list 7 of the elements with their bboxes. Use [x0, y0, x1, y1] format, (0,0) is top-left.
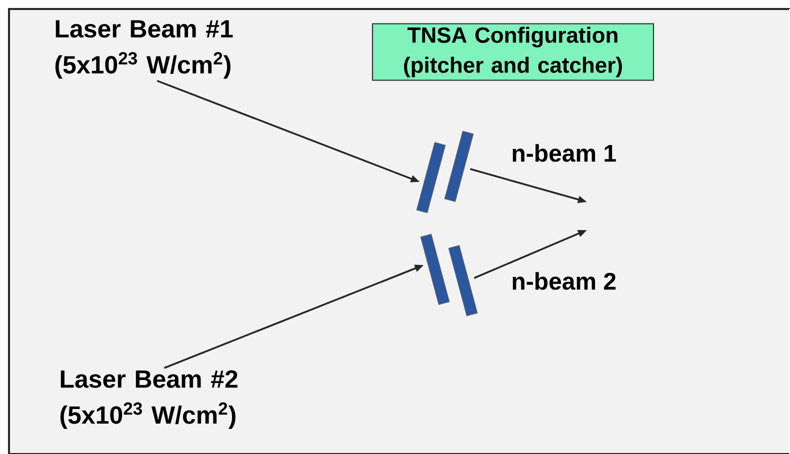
- edge-label: n-beam 2: [512, 272, 616, 290]
- config-box: TNSA Configuration (pitcher and catcher): [372, 23, 654, 81]
- target-plates-drawing: [416, 130, 474, 214]
- edge-label: n-beam 1: [512, 144, 616, 162]
- laser-label: Laser Beam #1 (5x10$^{23}$ W/cm$^{2}$): [55, 20, 233, 79]
- laser-label: Laser Beam #2 (5x10$^{23}$ W/cm$^{2}$): [60, 370, 238, 429]
- target-plates-drawing: [420, 234, 478, 316]
